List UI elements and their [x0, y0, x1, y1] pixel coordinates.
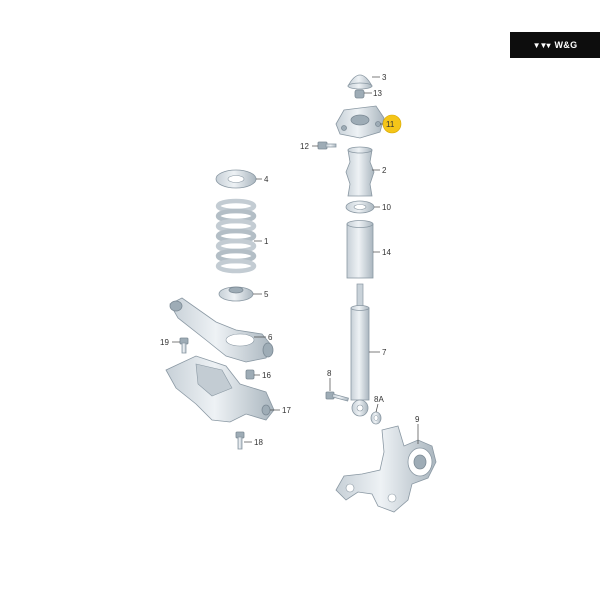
callout-19[interactable]: 19 — [160, 338, 169, 347]
part-1-coil-spring[interactable] — [215, 198, 257, 274]
part-12-bolt[interactable] — [317, 141, 337, 150]
callout-11[interactable]: 11 — [386, 120, 395, 129]
part-8a-washer[interactable] — [370, 411, 382, 425]
callout-13[interactable]: 13 — [373, 89, 382, 98]
part-16-nut[interactable] — [245, 369, 255, 380]
callout-1[interactable]: 1 — [264, 237, 269, 246]
callout-4[interactable]: 4 — [264, 175, 269, 184]
callout-12[interactable]: 12 — [300, 142, 309, 151]
part-14-protective-tube[interactable] — [346, 220, 374, 279]
callout-18[interactable]: 18 — [254, 438, 263, 447]
part-2-bump-stop[interactable] — [345, 146, 375, 197]
part-4-upper-spring-seat[interactable] — [215, 169, 257, 189]
callout-8[interactable]: 8 — [327, 369, 332, 378]
part-6-transverse-link[interactable] — [169, 297, 274, 363]
highlight-marker — [382, 114, 402, 134]
part-11-top-mount[interactable] — [335, 105, 385, 139]
leader-lines — [172, 76, 419, 444]
callout-7[interactable]: 7 — [382, 348, 387, 357]
callout-16[interactable]: 16 — [262, 371, 271, 380]
callout-3[interactable]: 3 — [382, 73, 387, 82]
part-19-bolt[interactable] — [179, 337, 189, 354]
callout-17[interactable]: 17 — [282, 406, 291, 415]
vw-logo-icon: ▼▼▾ — [532, 40, 551, 50]
part-9-wheel-bearing-housing[interactable] — [335, 425, 437, 513]
callout-6[interactable]: 6 — [268, 333, 273, 342]
part-5-lower-spring-seat[interactable] — [218, 286, 254, 302]
callout-9[interactable]: 9 — [415, 415, 420, 424]
part-8-bolt[interactable] — [325, 391, 349, 402]
callout-2[interactable]: 2 — [382, 166, 387, 175]
callout-14[interactable]: 14 — [382, 248, 391, 257]
part-7-shock-absorber[interactable] — [350, 283, 370, 417]
part-18-bolt[interactable] — [235, 431, 245, 450]
brand-text: W&G — [554, 40, 578, 50]
part-3-cap[interactable] — [347, 74, 373, 90]
part-17-subframe[interactable] — [165, 355, 275, 423]
part-10-ring[interactable] — [345, 200, 375, 214]
callout-8a[interactable]: 8A — [374, 395, 384, 404]
callout-labels: 3 13 11 12 2 10 14 7 8 8A 9 4 1 5 6 19 1… — [160, 73, 420, 447]
brand-badge: ▼▼▾ W&G — [510, 32, 600, 58]
part-13-nut[interactable] — [354, 89, 365, 99]
callout-10[interactable]: 10 — [382, 203, 391, 212]
callout-5[interactable]: 5 — [264, 290, 269, 299]
